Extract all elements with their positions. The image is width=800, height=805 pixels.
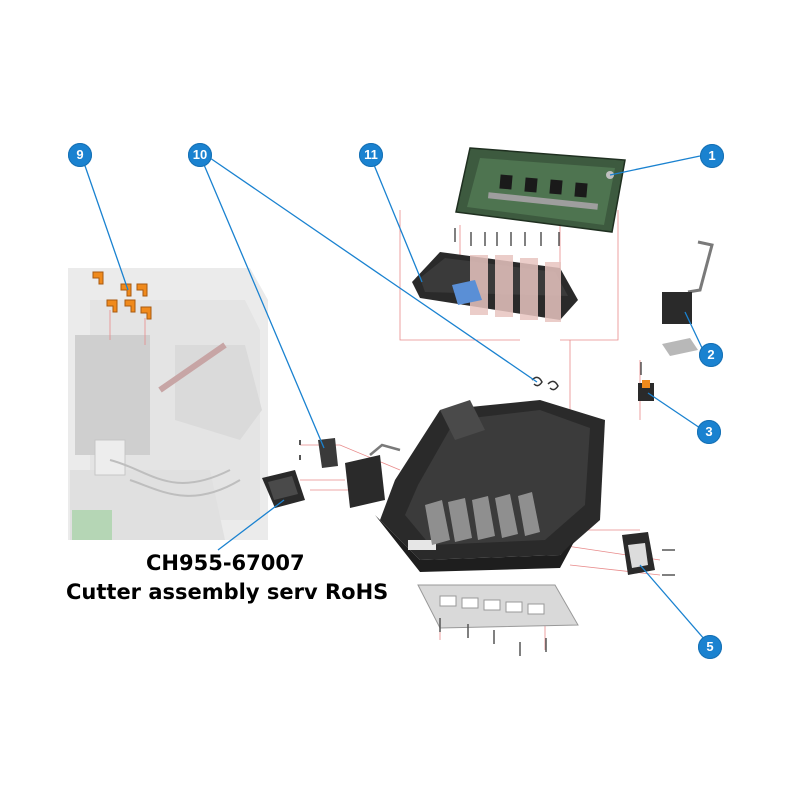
block-part	[345, 443, 401, 508]
leader-line-10b	[209, 157, 538, 383]
leader-line-5	[639, 564, 706, 641]
main-pcb-board	[455, 147, 626, 233]
orange-clip	[140, 306, 152, 320]
bracket-part	[299, 438, 338, 468]
part-description-caption: Cutter assembly serv RoHS	[66, 580, 389, 604]
leader-line-2	[684, 311, 704, 351]
bottom-screws	[439, 618, 547, 656]
sensor-assembly	[662, 240, 714, 356]
side-module	[622, 532, 675, 576]
leader-line-11	[371, 159, 423, 283]
orange-clip	[124, 299, 136, 313]
orange-clip	[92, 271, 104, 285]
leader-line-10a	[201, 159, 325, 449]
orange-clips-group	[92, 271, 152, 320]
callout-1: 1	[700, 144, 724, 168]
callout-9: 9	[68, 143, 92, 167]
orange-clip	[120, 283, 132, 297]
callout-11: 11	[359, 143, 383, 167]
orange-clip	[106, 299, 118, 313]
pcb-screws	[454, 228, 560, 246]
callout-2: 2	[699, 343, 723, 367]
leader-lines	[82, 155, 706, 641]
interconnect-assembly	[412, 252, 578, 322]
hook-springs	[531, 376, 559, 391]
background-printer-context	[68, 268, 268, 540]
callout-5: 5	[698, 635, 722, 659]
leader-line-1	[609, 155, 701, 176]
bottom-plate	[417, 584, 579, 629]
leader-line-3	[647, 392, 701, 429]
small-sensor	[638, 362, 654, 401]
leader-line-cutter	[217, 499, 285, 551]
callout-3: 3	[697, 420, 721, 444]
orange-clip	[136, 283, 148, 297]
carriage-base	[375, 400, 605, 572]
cutter-assembly	[262, 470, 305, 508]
part-number-caption: CH955-67007	[146, 551, 305, 575]
leader-line-9	[82, 159, 129, 291]
carriage-slots	[425, 492, 540, 545]
callout-10: 10	[188, 143, 212, 167]
